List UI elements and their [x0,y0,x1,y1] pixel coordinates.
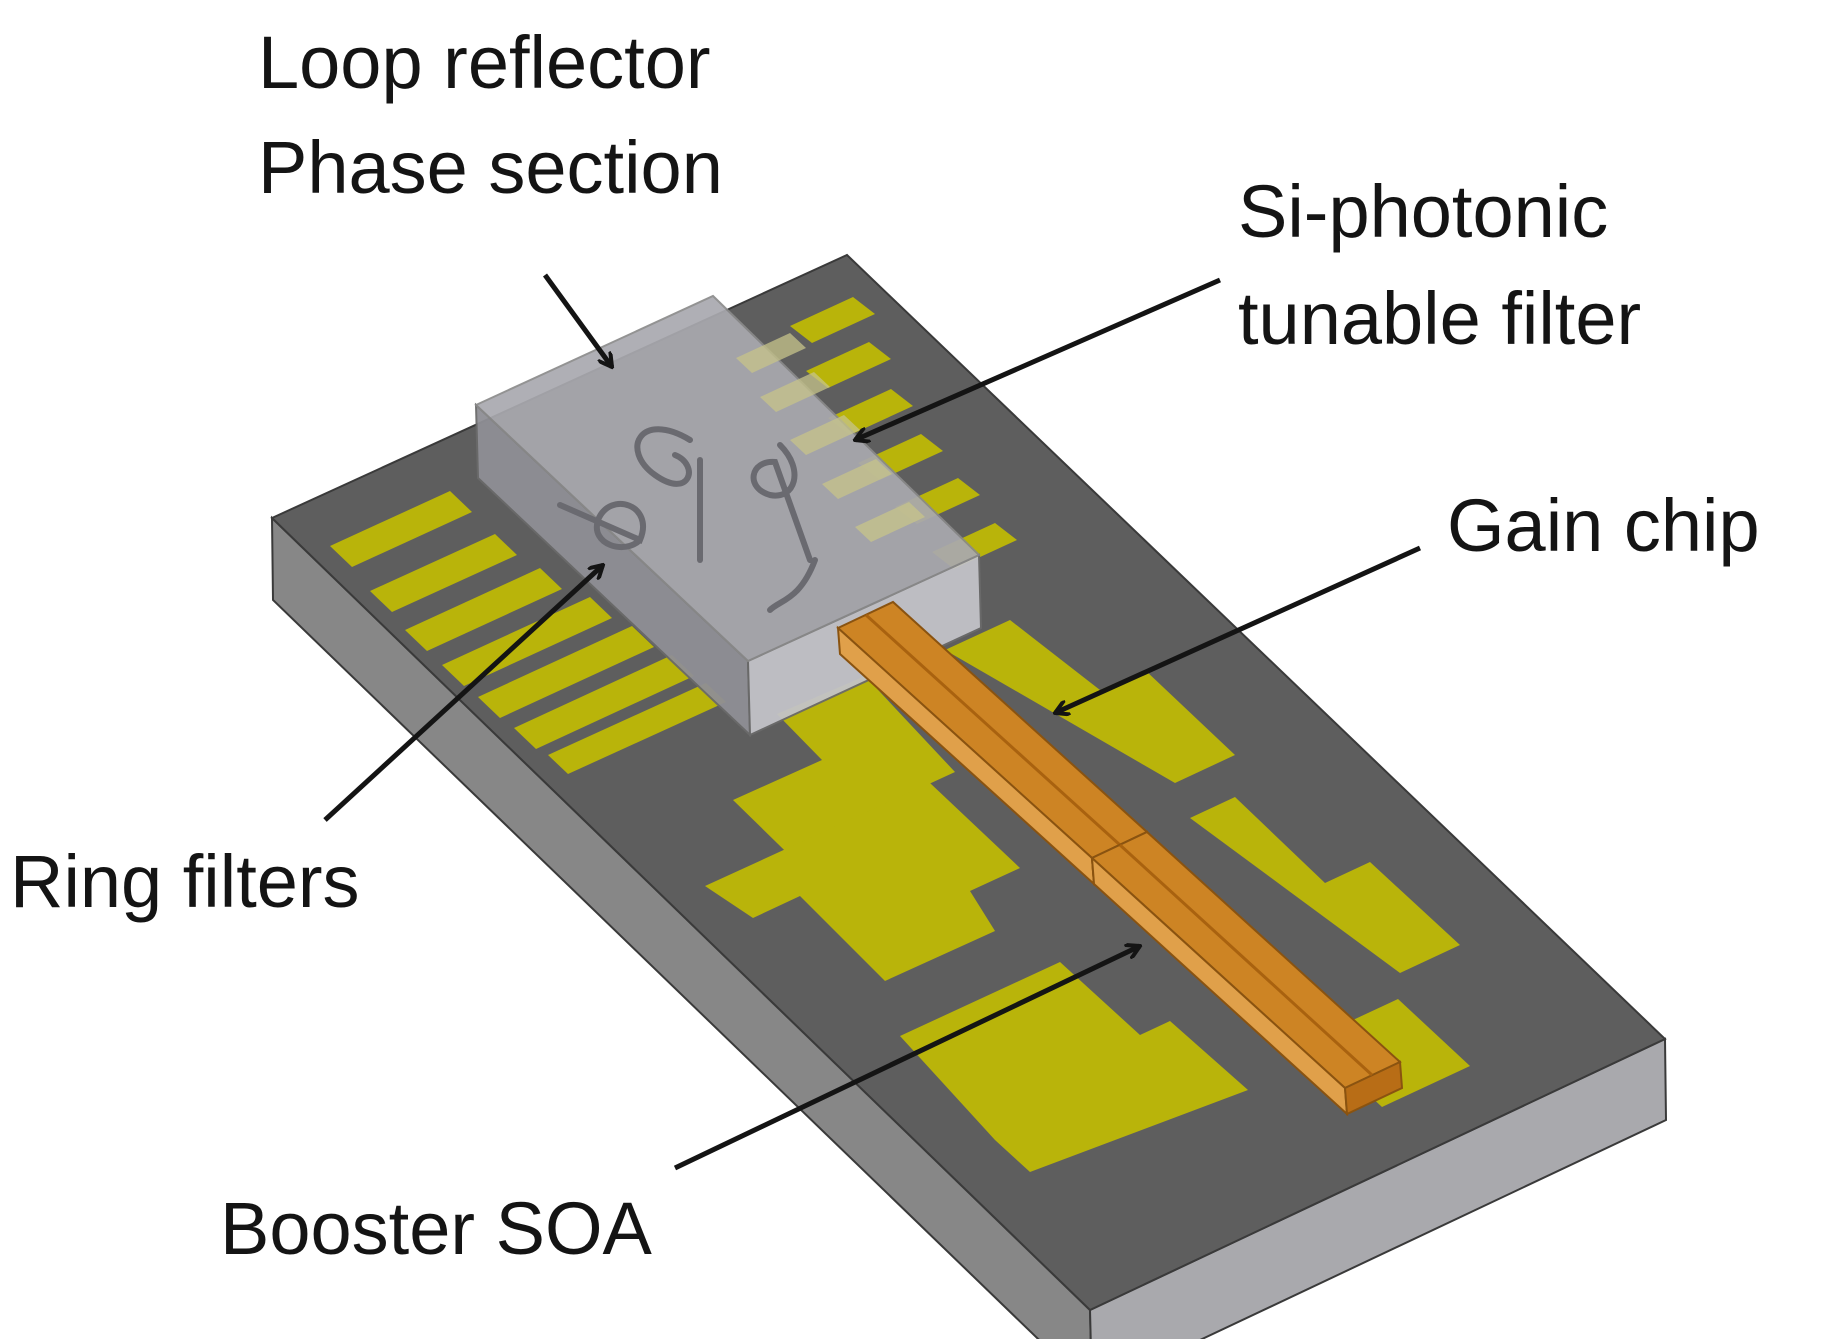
electrode-strip [330,491,472,567]
under-chip-pad [822,459,892,499]
arrow-si-photonic [855,277,1222,440]
under-chip-pad [790,415,860,455]
arrow-booster-soa [673,946,1140,1171]
under-chip-pad [760,372,830,412]
arrow-gain-chip [1055,545,1422,713]
under-chip-pad [736,333,806,373]
label-gain-chip: Gain chip [1447,484,1760,567]
electrode-strip [405,568,562,651]
bus-waveguide-right [767,557,818,613]
gain-chip-ridge [864,613,1122,847]
label-si-photonic-line2: tunable filter [1238,277,1641,360]
si-chip-top-face [474,294,981,663]
soa-ridge [1118,843,1374,1077]
arrow-ring-filters [323,565,603,822]
label-phase-section: Phase section [258,126,723,209]
soa-pad-left [705,783,1020,981]
soa-pad-left-lower [900,962,1248,1172]
electrode-strip [478,626,654,718]
label-loop-reflector: Loop reflector [258,21,711,104]
soa-end [1343,1060,1404,1116]
under-chip-pads [736,333,925,542]
ring-filter-2-waveguide [750,442,813,563]
label-booster-soa: Booster SOA [220,1187,653,1270]
label-si-photonic-line1: Si-photonic [1238,170,1608,253]
loop-reflector-waveguide [634,426,693,487]
electrode-strip [514,655,694,749]
arrows [323,273,1422,1171]
under-chip-pad [855,502,925,542]
ring-filter-1-waveguide [557,500,646,551]
electrode-strip [790,297,875,343]
gain-pad-right [945,620,1235,783]
soa-pad-right [1190,797,1460,973]
booster-soa [1090,830,1404,1117]
arrow-loop-reflector [542,273,612,367]
electrode-strip [548,683,726,774]
electrode-strip [806,342,891,388]
waveguides [557,426,818,613]
electrode-strip [442,597,612,686]
label-ring-filters: Ring filters [10,840,360,923]
electrode-strip [370,534,517,612]
